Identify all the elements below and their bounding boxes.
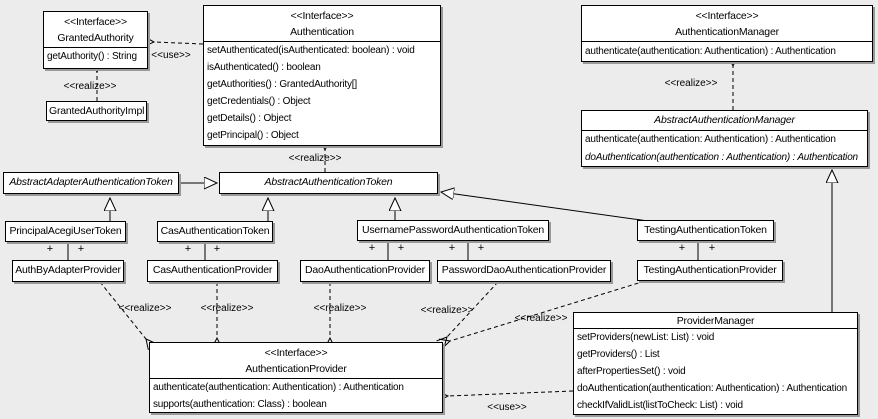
class-authenticationmanager[interactable]: <<Interface>> AuthenticationManager auth… [581,5,873,62]
class-name: UsernamePasswordAuthenticationToken [361,224,545,236]
edge-use-authentication-grantedauthority [154,42,204,44]
class-name: AbstractAdapterAuthenticationToken [9,176,173,188]
edge-label-realize: <<realize>> [63,81,117,92]
class-name: TestingAuthenticationToken [644,224,767,236]
class-name: CasAuthenticationProvider [152,264,273,276]
method: authenticate(authentication: Authenticat… [585,134,836,145]
class-name: GrantedAuthority [57,32,134,44]
class-abstractadapterauthenticationtoken[interactable]: AbstractAdapterAuthenticationToken [3,172,179,194]
edge-gen-testingtoken [441,192,649,222]
method: afterPropertiesSet() : void [577,366,686,377]
class-name: TestingAuthenticationProvider [643,264,777,276]
method: getAuthorities() : GrantedAuthority[] [207,79,357,90]
method: doAuthentication(authentication : Authen… [585,152,858,163]
assoc-end-plus: + [478,242,484,254]
class-name: AbstractAuthenticationToken [264,176,393,188]
class-name: AuthByAdapterProvider [15,264,121,276]
edge-label-realize: <<realize>> [664,78,718,89]
class-providermanager[interactable]: ProviderManager setProviders(newList: Li… [573,312,858,415]
edge-label-realize: <<realize>> [288,153,342,164]
method: authenticate(authentication: Authenticat… [585,46,836,57]
assoc-end-plus: + [398,242,404,254]
class-authenticationprovider[interactable]: <<Interface>> AuthenticationProvider aut… [149,342,443,413]
method: setProviders(newList: List) : void [577,332,715,343]
stereotype: <<Interface>> [290,10,354,22]
stereotype: <<Interface>> [695,10,759,22]
method: setAuthenticated(isAuthenticated: boolea… [207,45,415,56]
class-name: PrincipalAcegiUserToken [9,225,122,237]
edge-label-use: <<use>> [487,402,527,413]
edge-label-realize: <<realize>> [514,313,568,324]
edge-realize-authbyadapterprovider [99,281,146,339]
class-principalacegiusertoken[interactable]: PrincipalAcegiUserToken [5,221,126,242]
edge-label-use: <<use>> [151,50,191,61]
class-name: AuthenticationManager [675,26,779,38]
class-name: GrantedAuthorityImpl [49,105,145,117]
edge-label-realize: <<realize>> [118,303,172,314]
method: getPrincipal() : Object [207,130,299,141]
edge-label-realize: <<realize>> [420,305,474,316]
assoc-end-plus: + [709,242,715,254]
class-grantedauthorityimpl[interactable]: GrantedAuthorityImpl [46,101,147,121]
stereotype: <<Interface>> [264,347,328,359]
class-testingauthenticationtoken[interactable]: TestingAuthenticationToken [637,220,774,241]
class-casauthenticationprovider[interactable]: CasAuthenticationProvider [147,260,278,282]
method: supports(authentication: Class) : boolea… [153,399,327,410]
class-name: DaoAuthenticationProvider [305,264,425,276]
method: getCredentials() : Object [207,96,311,107]
assoc-end-plus: + [78,243,84,255]
stereotype: <<Interface>> [64,16,127,28]
edge-use-providermanager-authenticationprovider [448,390,574,396]
method: getAuthority() : String [47,51,137,62]
class-testingauthenticationprovider[interactable]: TestingAuthenticationProvider [637,260,783,281]
class-daoauthenticationprovider[interactable]: DaoAuthenticationProvider [300,260,430,282]
method: getDetails() : Object [207,113,292,124]
class-name: AuthenticationProvider [245,363,347,375]
edge-label-realize: <<realize>> [200,303,254,314]
assoc-end-plus: + [679,242,685,254]
class-casauthenticationtoken[interactable]: CasAuthenticationToken [157,221,273,242]
assoc-end-plus: + [369,242,375,254]
class-abstractauthenticationtoken[interactable]: AbstractAuthenticationToken [219,172,438,194]
edge-realize-passworddaoauthenticationprovider [447,281,499,337]
class-authbyadapterprovider[interactable]: AuthByAdapterProvider [12,260,124,282]
assoc-end-plus: + [449,242,455,254]
method: isAuthenticated() : boolean [207,62,321,73]
method: doAuthentication(authentication: Authent… [577,383,847,394]
class-name: ProviderManager [676,315,755,327]
edge-label-realize: <<realize>> [313,303,367,314]
class-usernamepasswordauthenticationtoken[interactable]: UsernamePasswordAuthenticationToken [357,220,549,241]
class-passworddaoauthenticationprovider[interactable]: PasswordDaoAuthenticationProvider [437,260,611,282]
method: getProviders() : List [577,349,660,360]
class-name: Authentication [290,26,354,38]
class-abstractauthenticationmanager[interactable]: AbstractAuthenticationManager authentica… [581,110,868,167]
method: checkIfValidList(listToCheck: List) : vo… [577,400,743,411]
class-name: PasswordDaoAuthenticationProvider [441,264,607,276]
edge-realize-testingauthenticationprovider [450,280,646,341]
assoc-end-plus: + [185,243,191,255]
class-name: CasAuthenticationToken [160,225,270,237]
class-authentication[interactable]: <<Interface>> Authentication setAuthenti… [203,5,441,146]
assoc-end-plus: + [214,243,220,255]
method: authenticate(authentication: Authenticat… [153,382,404,393]
class-grantedauthority[interactable]: <<Interface>> GrantedAuthority getAuthor… [43,11,148,69]
class-name: AbstractAuthenticationManager [654,114,795,126]
assoc-end-plus: + [47,243,53,255]
